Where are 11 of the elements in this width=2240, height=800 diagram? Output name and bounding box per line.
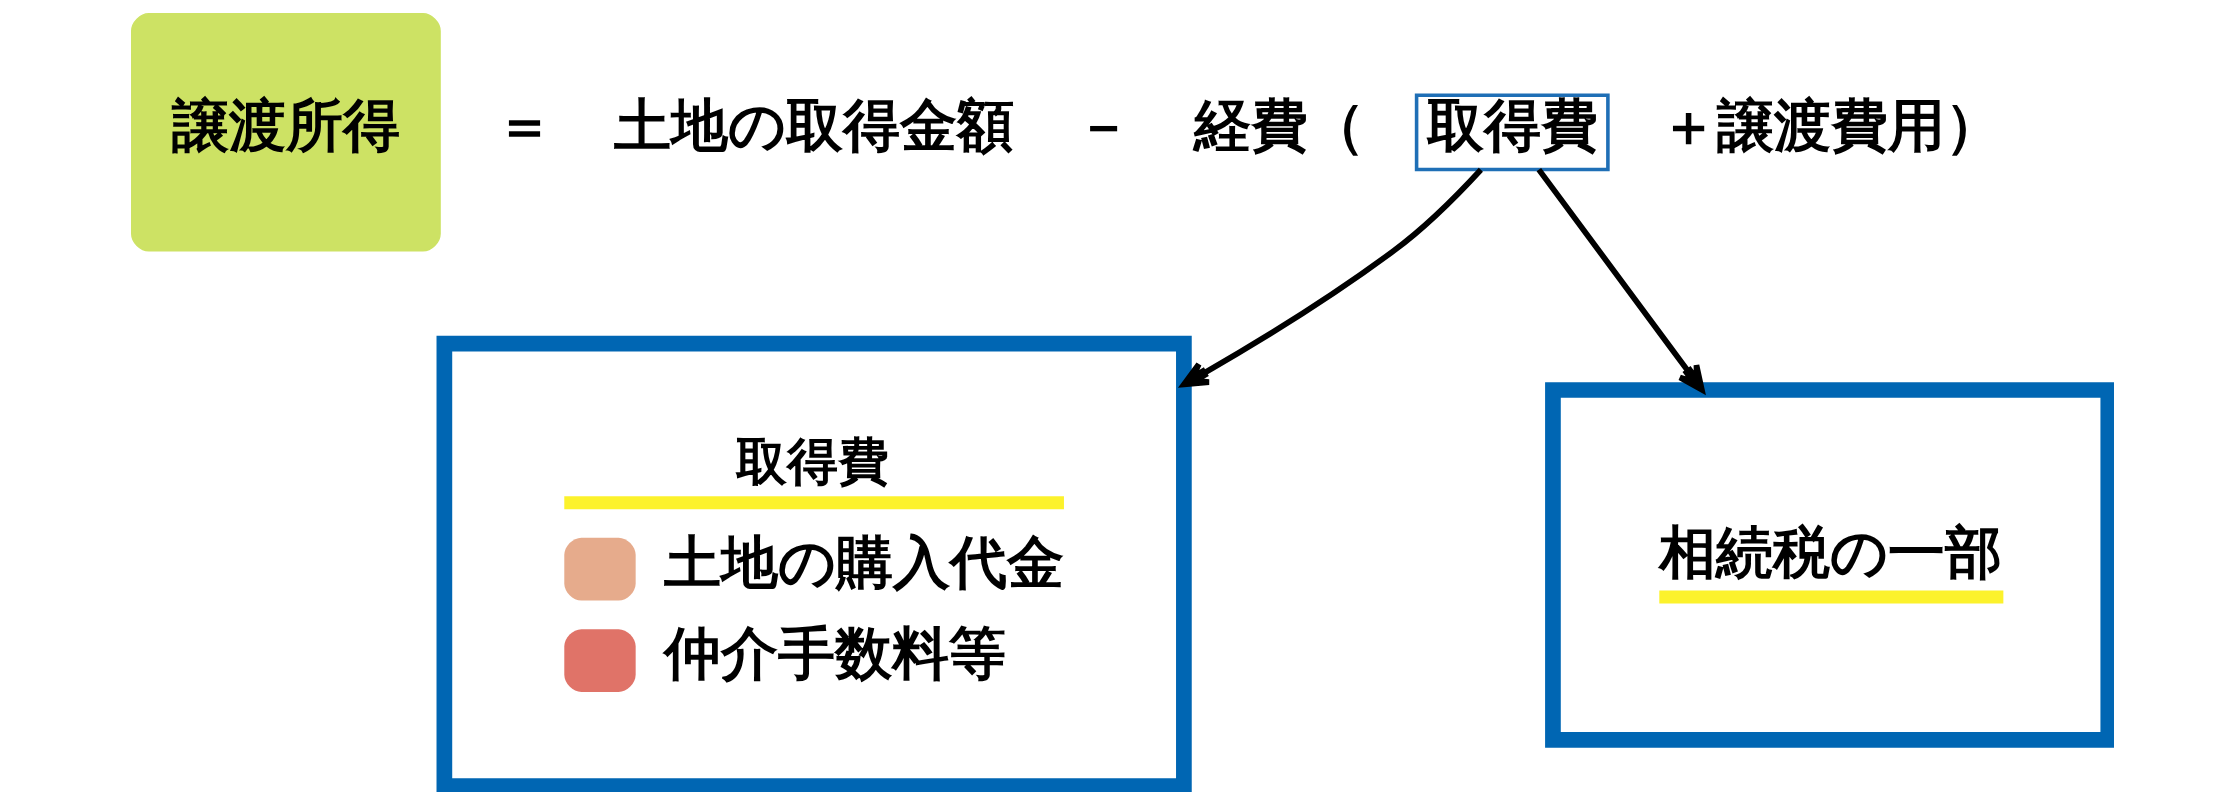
- label: ＋譲渡費用）: [1660, 92, 2003, 159]
- node-box: 取得費 土地の購入代金 仲介手数料等: [436, 335, 1192, 792]
- label: 土地の取得金額: [614, 92, 1015, 159]
- label: 経費（: [1193, 92, 1365, 159]
- arrow: [1181, 167, 1483, 388]
- node-box: 取得費: [1414, 93, 1610, 172]
- node-box: 譲渡所得: [131, 13, 441, 252]
- node-box: 相続税の一部: [1545, 382, 2114, 748]
- label: ＝: [495, 92, 553, 159]
- label: －: [1075, 92, 1133, 159]
- arrow: [1536, 167, 1705, 393]
